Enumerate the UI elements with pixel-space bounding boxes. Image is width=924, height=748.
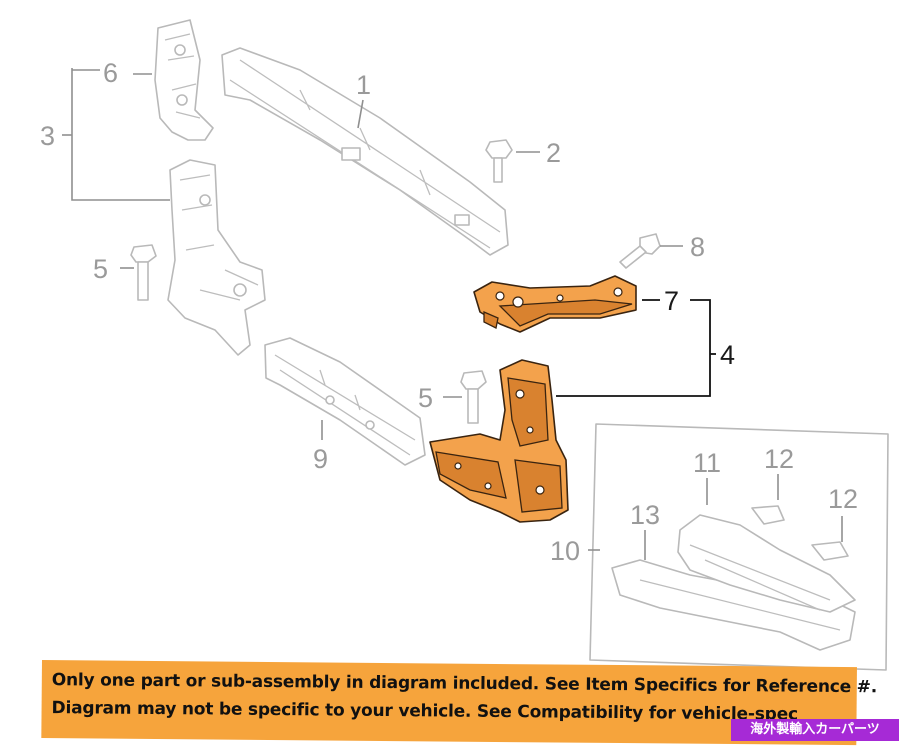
part-7-highlighted-bracket <box>473 275 637 333</box>
part-3-support-side <box>167 159 266 356</box>
callout-1: 1 <box>356 70 371 100</box>
part-10-undercover-group <box>589 423 889 671</box>
part-8-bolt <box>619 233 661 269</box>
callout-labels: 6 3 1 2 5 8 7 4 5 9 11 12 12 13 10 <box>40 58 858 566</box>
shop-badge: 海外製輸入カーパーツ <box>731 719 899 741</box>
callout-3: 3 <box>40 121 55 151</box>
callout-5-left: 5 <box>93 254 108 284</box>
part-2-bolt <box>485 139 513 183</box>
callout-12-upper: 12 <box>764 444 794 474</box>
disclaimer-line-2: Diagram may not be specific to your vehi… <box>51 698 798 725</box>
callout-5-center: 5 <box>418 383 433 413</box>
callout-2: 2 <box>546 138 561 168</box>
part-1-upper-member <box>221 47 509 256</box>
callout-12-lower: 12 <box>828 484 858 514</box>
part-5-bolt-center <box>460 370 487 424</box>
leader-lines <box>62 68 843 560</box>
part-6-bracket <box>154 19 214 141</box>
disclaimer-line-1: Only one part or sub-assembly in diagram… <box>51 670 878 698</box>
callout-7: 7 <box>664 286 679 316</box>
callout-13: 13 <box>630 500 660 530</box>
callout-6: 6 <box>103 58 118 88</box>
callout-4: 4 <box>720 340 735 370</box>
part-4-highlighted-bracket <box>429 359 569 523</box>
callout-9: 9 <box>313 444 328 474</box>
callout-10: 10 <box>550 536 580 566</box>
callout-8: 8 <box>690 232 705 262</box>
part-5-bolt-left <box>130 244 157 301</box>
part-9-lower-tie-bar <box>264 337 426 466</box>
callout-11: 11 <box>693 448 721 478</box>
